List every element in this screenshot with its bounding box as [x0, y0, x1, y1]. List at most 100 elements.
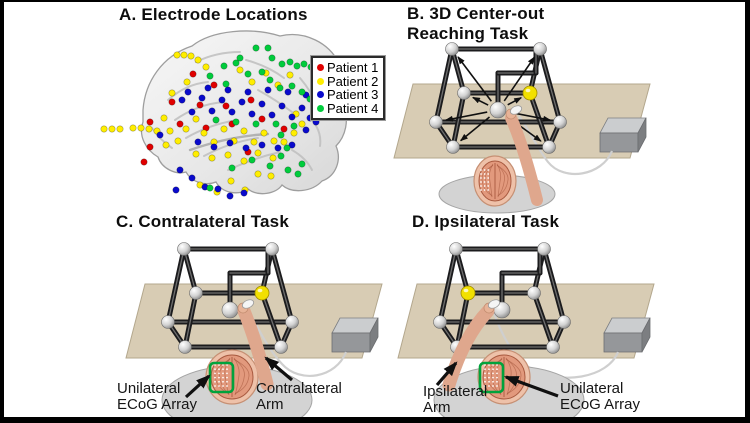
brain-sulcus [488, 163, 494, 198]
electrode-dot [264, 44, 272, 52]
electrode-dot [288, 82, 296, 90]
corner-sphere [429, 115, 443, 129]
corner-sphere [542, 140, 556, 154]
electrode-dot [200, 129, 208, 137]
legend-label: Patient 2 [327, 73, 379, 89]
legend-item: Patient 1 [317, 61, 378, 75]
electrode-dots [100, 44, 320, 200]
label-arrow [503, 375, 559, 398]
electrode-dot [293, 62, 301, 70]
ecog-grid [480, 169, 490, 191]
corner-sphere [161, 315, 175, 329]
recording-device [331, 317, 379, 353]
electrode-dot [146, 143, 154, 151]
electrode-dot [274, 144, 282, 152]
electrode-dot [294, 170, 302, 178]
electrode-dot [188, 108, 196, 116]
electrode-dot [214, 185, 222, 193]
electrode-dot [290, 129, 298, 137]
computer-mouse [487, 299, 501, 309]
electrode-dot [196, 101, 204, 109]
electrode-dot [194, 138, 202, 146]
brain-sulcus [481, 165, 494, 196]
label-unilateral-ecog-array-c: Unilateral ECoG Array [117, 380, 198, 413]
reach-arrow [507, 96, 523, 106]
electrode-dot [258, 100, 266, 108]
panel-c-scene [125, 242, 383, 423]
corner-sphere [178, 340, 192, 354]
legend-swatch [317, 91, 324, 99]
electrode-dot [240, 127, 248, 135]
computer-mouse [241, 299, 255, 309]
computer-mouse [509, 105, 523, 115]
electrode-dot [258, 115, 266, 123]
center-sphere [221, 301, 239, 319]
electrode-dot [240, 157, 248, 165]
electrode-dot [168, 98, 176, 106]
panel-b-title-line1: B. 3D Center-out [407, 4, 545, 23]
electrode-dot [222, 80, 230, 88]
electrode-dot [252, 120, 260, 128]
brain-sulcus [233, 359, 250, 394]
electrode-dot [188, 174, 196, 182]
electrode-dot [240, 189, 248, 197]
electrode-dot [248, 110, 256, 118]
electrode-dot [270, 137, 278, 145]
electrode-dot [244, 88, 252, 96]
electrode-dot [250, 138, 258, 146]
electrode-dot [210, 143, 218, 151]
reach-arrow [444, 111, 488, 122]
electrode-dot [244, 70, 252, 78]
electrode-dot [210, 81, 218, 89]
electrode-dot [224, 86, 232, 94]
legend-label: Patient 1 [327, 60, 379, 76]
legend-label: Patient 4 [327, 100, 379, 116]
electrode-dot [192, 115, 200, 123]
electrode-dot [212, 116, 220, 124]
target-sphere [460, 285, 476, 301]
electrode-dot [268, 111, 276, 119]
electrode-dot [187, 52, 195, 60]
brain-sulcus [505, 359, 522, 394]
electrode-dot [220, 125, 228, 133]
panel-d-title: D. Ipsilateral Task [412, 212, 560, 231]
electrode-dot [254, 149, 262, 157]
electrode-dot [182, 125, 190, 133]
electrode-dot [302, 126, 310, 134]
electrode-dot [156, 131, 164, 139]
electrode-dot [194, 56, 202, 64]
panel-b-title-line2: Reaching Task [407, 24, 529, 43]
label-arrow [264, 356, 294, 382]
electrode-dot [298, 160, 306, 168]
center-sphere [489, 101, 507, 119]
panel-b-title: B. 3D Center-out Reaching Task [407, 4, 544, 44]
electrode-dot [260, 129, 268, 137]
brain-sulcus [486, 359, 503, 394]
electrode-dot [248, 78, 256, 86]
corner-sphere [553, 115, 567, 129]
electrode-dot [288, 141, 296, 149]
electrode-dot [298, 104, 306, 112]
electrode-dot [248, 156, 256, 164]
brain-sulcus [496, 163, 502, 198]
electrode-dot [284, 166, 292, 174]
reach-arrow [459, 116, 491, 142]
panel-c-title: C. Contralateral Task [116, 212, 289, 231]
electrode-dot [189, 70, 197, 78]
corner-sphere [285, 315, 299, 329]
electrode-dot [286, 58, 294, 66]
electrode-dot [208, 107, 216, 115]
panel-b-scene [393, 42, 651, 214]
electrode-dot [228, 164, 236, 172]
electrode-dot [298, 88, 306, 96]
electrode-dot [129, 124, 137, 132]
electrode-dot [278, 60, 286, 68]
electrode-dot [277, 131, 285, 139]
electrode-dot [227, 177, 235, 185]
electrode-dot [202, 63, 210, 71]
figure-border [0, 417, 750, 423]
corner-sphere [546, 340, 560, 354]
brain-sulcus [233, 358, 245, 395]
